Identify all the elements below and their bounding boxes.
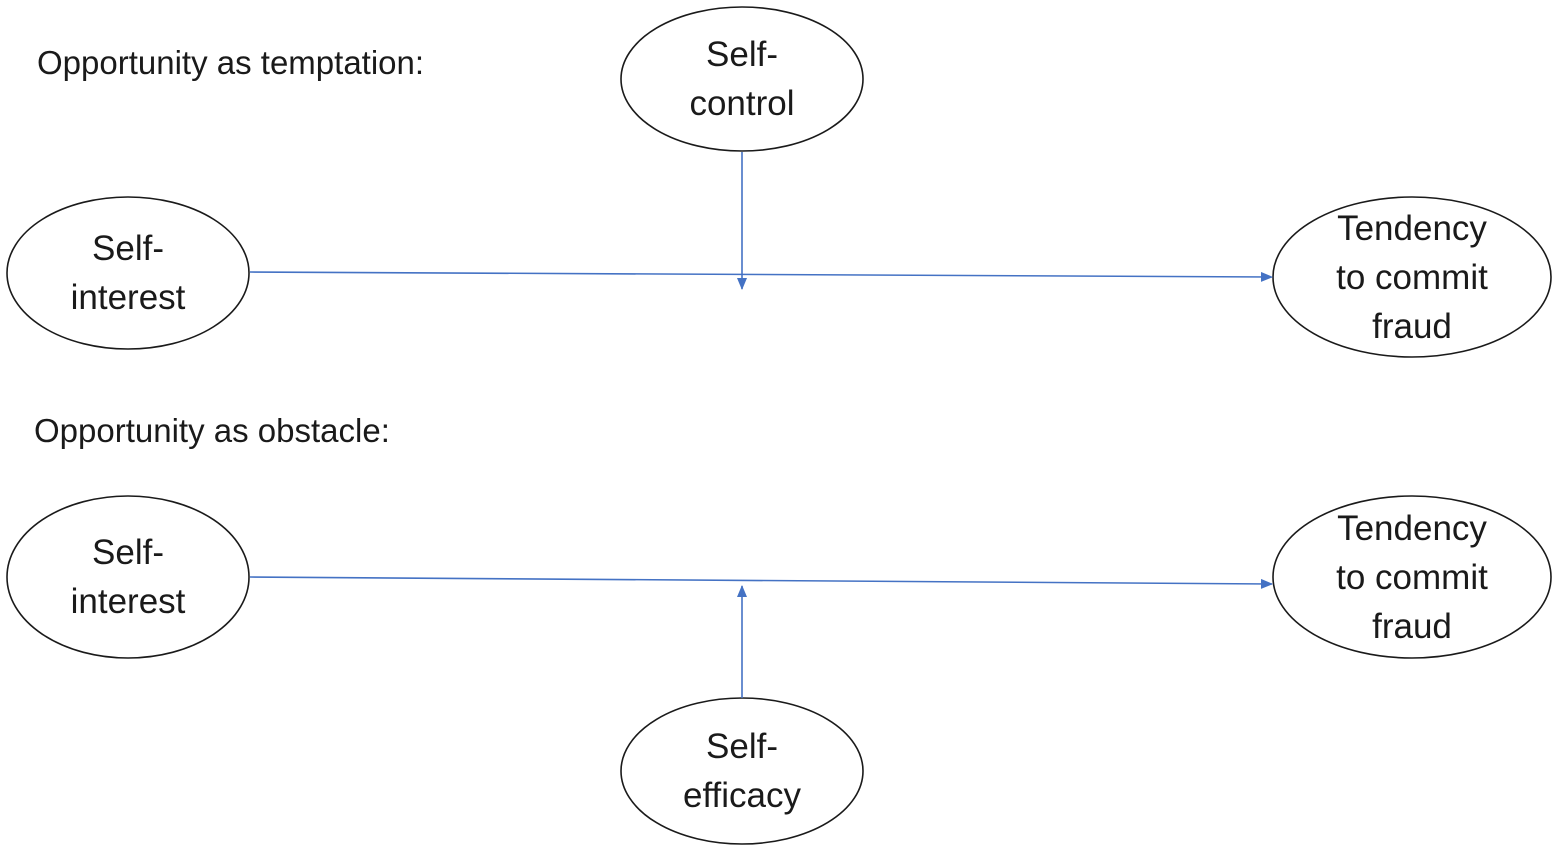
self-efficacy-label: Self- efficacy	[621, 698, 863, 844]
self-control-label: Self- control	[621, 7, 863, 151]
self-interest-node-2	[6, 495, 250, 659]
self-interest-label-2: Self- interest	[7, 496, 249, 658]
label-line: Self-	[706, 727, 778, 766]
label-line: fraud	[1372, 306, 1452, 346]
label-line: interest	[70, 278, 186, 317]
label-line: to commit	[1336, 257, 1488, 297]
label-line: Tendency	[1337, 208, 1487, 248]
label-line: fraud	[1372, 606, 1452, 646]
fraud-tendency-node-1	[1272, 196, 1552, 358]
fraud-tendency-label-2: Tendency to commit fraud	[1273, 496, 1551, 658]
panel-title-obstacle: Opportunity as obstacle:	[34, 412, 390, 449]
self-interest-label-1: Self- interest	[7, 197, 249, 349]
self-interest-node-1	[6, 196, 250, 350]
fraud-tendency-label-1: Tendency to commit fraud	[1273, 197, 1551, 357]
label-line: Self-	[92, 229, 164, 268]
main-path-arrow-2	[249, 576, 1273, 589]
label-line: to commit	[1336, 557, 1488, 597]
label-line: Tendency	[1337, 508, 1487, 548]
label-line: Self-	[92, 533, 164, 572]
self-control-node	[620, 6, 864, 152]
fraud-tendency-node-2	[1272, 495, 1552, 659]
label-line: efficacy	[682, 776, 802, 815]
panel-title-temptation: Opportunity as temptation:	[37, 44, 425, 81]
main-path-arrow-1	[249, 271, 1273, 282]
label-line: interest	[70, 582, 186, 621]
label-line: control	[689, 84, 795, 123]
label-line: Self-	[706, 35, 778, 74]
